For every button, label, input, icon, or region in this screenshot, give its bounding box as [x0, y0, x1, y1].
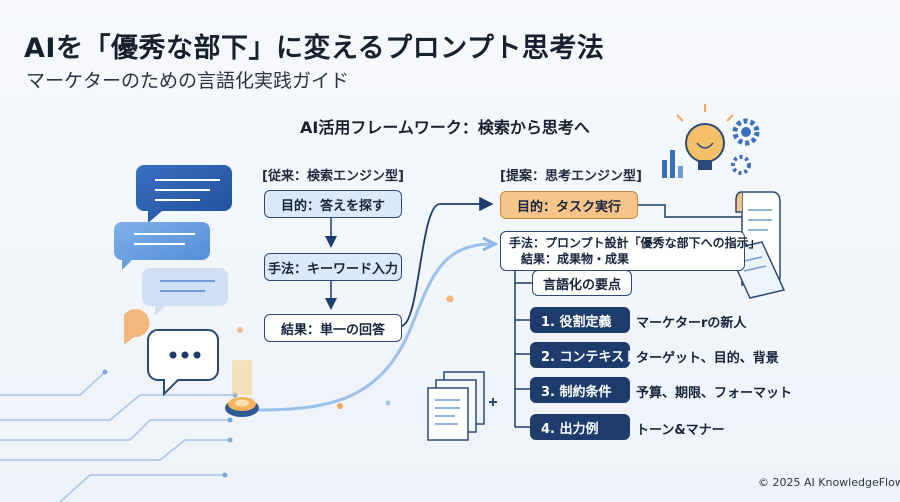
left-column-heading: [従来：検索エンジン型]: [262, 169, 404, 184]
step-2-label: 2. コンテキスト: [530, 342, 637, 368]
right-column-heading: [提案：思考エンジン型]: [500, 169, 642, 184]
right-purpose-box: 目的：タスク実行: [500, 191, 638, 219]
right-method-line: 手法：プロンプト設計「優秀な部下への指示」: [509, 236, 761, 250]
left-purpose-box: 目的：答えを探す: [264, 190, 402, 218]
key-points-box: 言語化の要点: [532, 270, 632, 296]
chat-bubbles-icon: [114, 165, 232, 397]
right-method-box: 手法：プロンプト設計「優秀な部下への指示」 結果：成果物・成果: [500, 231, 761, 271]
page-subtitle: マーケターのための言語化実践ガイド: [26, 70, 350, 92]
right-result-line: 結果：成果物・成果: [521, 252, 630, 266]
bar-chart-icon: [662, 150, 683, 178]
left-result-box: 結果：単一の回答: [264, 314, 402, 342]
step-2-desc: ターゲット、目的、背景: [636, 351, 779, 366]
left-method-box: 手法：キーワード入力: [264, 253, 402, 281]
step-3-desc: 予算、期限、フォーマット: [636, 386, 793, 401]
step-1-label: 1. 役割定義: [530, 307, 630, 333]
step-4-label: 4. 出力例: [530, 414, 630, 440]
framework-title: AI活用フレームワーク：検索から思考へ: [300, 118, 590, 137]
page-title: AIを「優秀な部下」に変えるプロンプト思考法: [24, 33, 605, 64]
flow-curve: [255, 242, 491, 412]
lightbulb-gear-icon: [676, 104, 760, 175]
ai-chip-node-icon: [225, 360, 259, 417]
step-4-desc: トーン&マナー: [636, 423, 725, 438]
step-1-desc: マーケターrの新人: [636, 316, 747, 331]
circuit-lines: [0, 371, 235, 502]
step-3-label: 3. 制約条件: [530, 377, 630, 403]
document-stack-icon: [427, 371, 485, 441]
copyright: © 2025 AI KnowledgeFlow: [758, 476, 900, 489]
